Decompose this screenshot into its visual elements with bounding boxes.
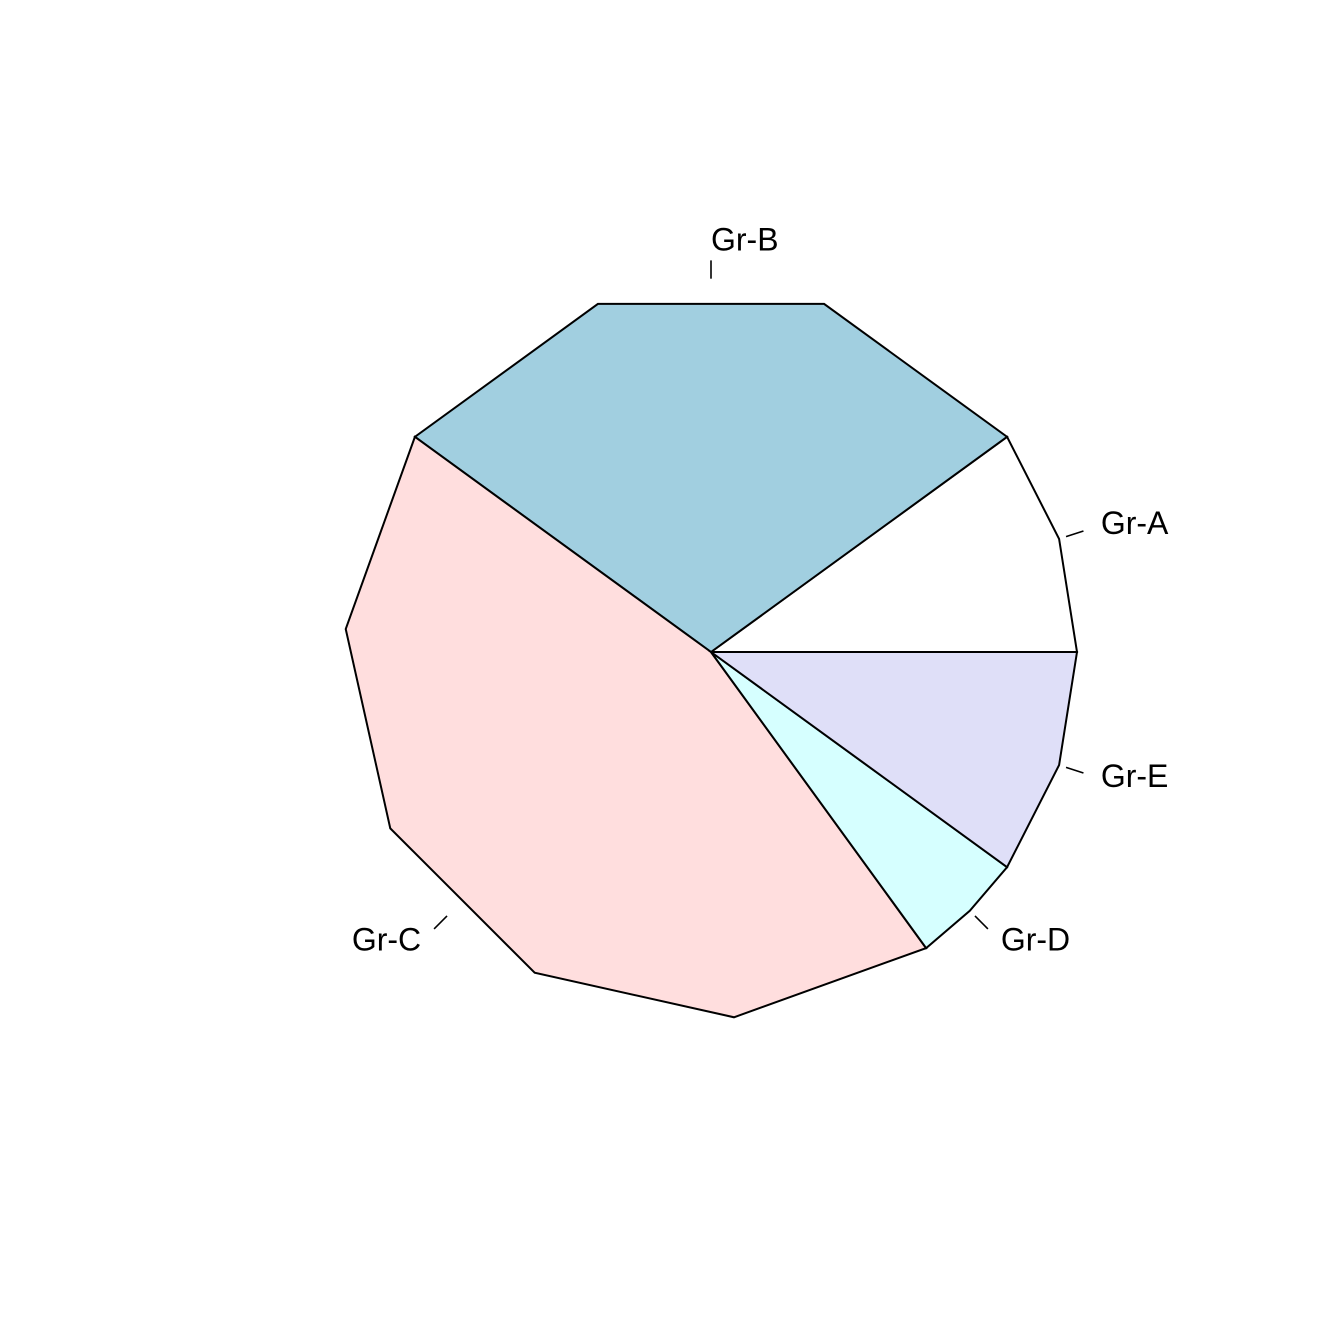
- pie-slice-gr-c: [344, 435, 928, 1019]
- slice-labels: Gr-A Gr-B Gr-C Gr-D Gr-E: [352, 222, 1169, 958]
- pie-slices: [344, 302, 1079, 1019]
- label-tick-gr-d: [974, 915, 989, 930]
- label-tick-gr-e: [1065, 766, 1084, 774]
- label-tick-gr-c: [433, 915, 448, 930]
- slice-label-gr-d: Gr-D: [1001, 921, 1070, 957]
- slice-label-gr-c: Gr-C: [352, 921, 421, 957]
- label-ticks: [433, 260, 1084, 930]
- slice-label-gr-e: Gr-E: [1101, 758, 1169, 794]
- slice-label-gr-a: Gr-A: [1101, 505, 1169, 541]
- pie-slice-gr-e: [707, 651, 1079, 869]
- label-tick-gr-a: [1065, 530, 1084, 538]
- slice-label-gr-b: Gr-B: [711, 222, 779, 258]
